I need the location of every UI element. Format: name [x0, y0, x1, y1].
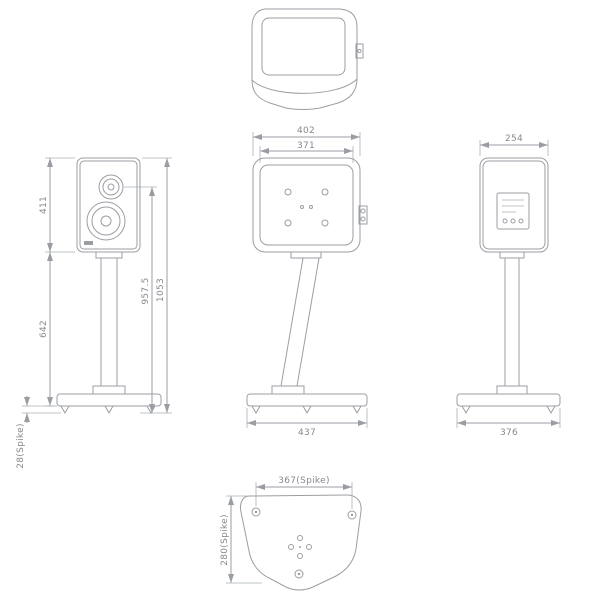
dim-label-side-depth: 254 [505, 134, 523, 144]
rear-stand-column [280, 257, 320, 387]
bottom-base-outline [240, 494, 362, 591]
side-stand-bottom-plate [496, 385, 528, 395]
rear-mount-hole [284, 219, 292, 227]
side-spike-front [461, 405, 471, 415]
tweeter-dome [107, 183, 115, 191]
rear-terminal [358, 205, 368, 225]
rear-mount-hole [284, 188, 292, 196]
side-spike-rear [546, 405, 556, 415]
top-view-top-panel [261, 17, 346, 76]
bottom-mount-hole [297, 535, 303, 541]
bottom-spike-hole-right [347, 510, 357, 520]
front-spike-center [104, 405, 114, 415]
bottom-spike-center-dot [297, 572, 301, 576]
rear-stand-bottom-plate [271, 385, 305, 395]
side-view [456, 157, 561, 415]
dim-label-total-height: 1053 [156, 278, 166, 302]
woofer-ring [91, 206, 121, 236]
dim-label-side-base-depth: 376 [500, 428, 518, 438]
side-plate-mark [518, 218, 524, 224]
tweeter-ring [102, 178, 120, 196]
rear-mount-hole [321, 219, 329, 227]
front-spike-left [60, 405, 70, 415]
rear-stand-top-plate [290, 251, 322, 259]
side-spec-plate [496, 192, 530, 230]
rear-terminal-post [360, 208, 366, 214]
dim-label-tweeter-to-floor: 957.5 [141, 277, 151, 304]
front-stand-base [56, 393, 162, 407]
side-stand-top-plate [499, 251, 525, 259]
woofer [86, 201, 126, 241]
dim-label-rear-inner-width: 371 [297, 141, 315, 151]
front-view-dimensions: 411 642 28(Spike) 957.5 1053 [16, 157, 172, 469]
rear-small-hole [300, 205, 304, 209]
rear-stand-base [246, 393, 368, 407]
front-spike-right [146, 405, 156, 415]
rear-mount-hole [321, 188, 329, 196]
top-view-bottom-curve [251, 78, 358, 94]
rear-terminal-post [360, 216, 366, 222]
bottom-spike-hole-left [251, 507, 261, 517]
dim-label-bottom-spike-depth: 280(Spike) [220, 514, 230, 566]
bottom-mount-hole [288, 544, 294, 550]
front-stand-top-plate [95, 251, 123, 259]
bottom-spike-hole-rear [294, 569, 304, 579]
side-view-dimensions: 254 376 [456, 134, 561, 438]
top-view [251, 8, 364, 110]
dim-label-speaker-height: 411 [39, 196, 49, 214]
front-stand-column [100, 257, 118, 387]
top-view-terminal-dot [357, 48, 362, 54]
side-plate-mark [502, 218, 508, 224]
dim-label-rear-base-width: 437 [298, 428, 316, 438]
rear-spike-right [352, 405, 362, 415]
side-stand-base [456, 393, 561, 407]
dim-label-stand-height: 642 [39, 320, 49, 338]
rear-spike-left [251, 405, 261, 415]
side-plate-mark [510, 218, 516, 224]
rear-cabinet-inner [259, 164, 354, 246]
top-view-outline [251, 8, 358, 110]
woofer-dome [100, 215, 112, 227]
top-view-terminal-tab [355, 43, 364, 59]
rear-cabinet-outer [252, 157, 361, 253]
bottom-mount-hole [297, 553, 303, 559]
side-cabinet-inner [482, 160, 546, 250]
bottom-spike-center-dot [254, 510, 258, 514]
tweeter [98, 174, 124, 200]
dim-label-spike-height: 28(Spike) [16, 423, 26, 469]
bottom-spike-center-dot [350, 513, 354, 517]
front-cabinet-inner [79, 160, 138, 250]
rear-spike-center [302, 405, 312, 415]
bottom-center-dot [299, 546, 301, 548]
rear-view [246, 157, 368, 415]
bottom-view-dimensions: 367(Spike) 280(Spike) [220, 476, 353, 584]
rear-view-dimensions: 402 371 437 [246, 126, 368, 438]
front-stand-bottom-plate [92, 385, 126, 395]
front-logo [84, 241, 93, 245]
side-stand-column [504, 257, 520, 387]
rear-small-hole [309, 205, 313, 209]
side-cabinet-outer [479, 157, 549, 253]
dim-label-rear-outer-width: 402 [297, 126, 315, 136]
front-view [56, 157, 162, 415]
front-cabinet-outer [76, 157, 141, 253]
bottom-mount-hole [306, 544, 312, 550]
dim-label-bottom-spike-width: 367(Spike) [278, 476, 330, 486]
bottom-view [240, 494, 362, 591]
